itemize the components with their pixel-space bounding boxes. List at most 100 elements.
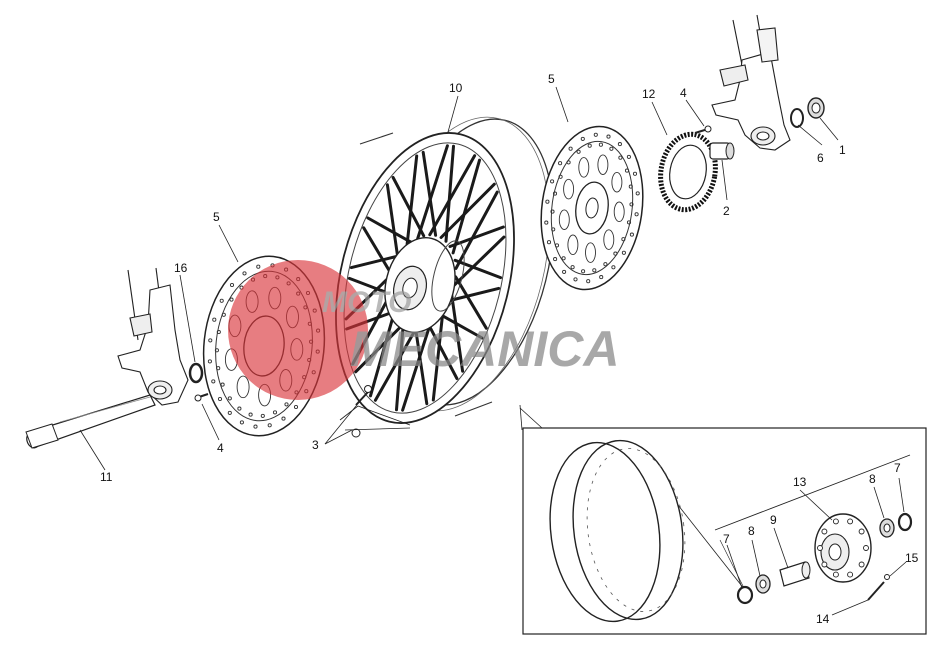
disc-hole (558, 174, 563, 179)
spoke (349, 253, 404, 270)
disc-hole (217, 396, 223, 402)
disc-hole (216, 329, 221, 335)
spoke (431, 306, 445, 402)
hub-bolt (832, 518, 839, 525)
spoke (416, 144, 449, 240)
spoke (436, 311, 484, 340)
label-15: 15 (905, 551, 919, 565)
spoke (405, 154, 419, 250)
disc-hole (632, 171, 638, 176)
disc-hole (593, 132, 598, 137)
label-9: 9 (770, 513, 777, 527)
disc-hole (561, 256, 566, 261)
label-14: 14 (816, 612, 830, 626)
disc-hole (220, 382, 225, 387)
spoke (373, 319, 422, 402)
disc-hole (629, 232, 634, 237)
disc-hole (621, 250, 626, 255)
disc-hole (609, 146, 614, 151)
disc-hole (551, 227, 556, 232)
label-5-left: 5 (213, 210, 220, 224)
disc-hole (281, 416, 286, 421)
label-7-bottom: 7 (723, 532, 730, 546)
spoke (453, 258, 503, 280)
disc-hole (284, 402, 289, 407)
inset-bolt-14 (867, 581, 885, 601)
disc-hole (237, 406, 242, 411)
disc-hole (554, 243, 560, 248)
label-8-bottom: 8 (748, 524, 755, 538)
hub-bolt (863, 545, 869, 551)
disc-hole (621, 237, 626, 242)
label-4-top: 4 (680, 86, 687, 100)
spoke (395, 313, 406, 412)
label-8-top: 8 (869, 472, 876, 486)
label-7-top: 7 (894, 461, 901, 475)
disc-hole (618, 155, 623, 160)
watermark: MOTO MECANICA (228, 260, 619, 400)
spoke (448, 225, 505, 248)
spoke (451, 158, 481, 255)
label-13: 13 (793, 475, 807, 489)
fork-leg-left (117, 267, 189, 406)
label-3: 3 (312, 438, 319, 452)
disc-hole (566, 160, 571, 165)
label-4-left: 4 (217, 441, 224, 455)
disc-hole (293, 404, 299, 410)
watermark-main: MECANICA (350, 321, 619, 377)
inset-washer-15 (884, 574, 890, 580)
disc-cutout (603, 229, 615, 250)
spoke (391, 176, 426, 238)
callout-labels: 1 2 3 4 4 5 5 6 7 7 8 8 9 10 11 12 13 14… (100, 72, 919, 626)
disc-hole (248, 412, 253, 417)
inset-seal-7-left (736, 585, 754, 605)
disc-hole (544, 220, 549, 225)
disc-hole (219, 298, 224, 303)
disc-hole (229, 282, 235, 288)
inset-rim (549, 439, 686, 623)
disc-hole (617, 142, 622, 147)
disc-hole (211, 379, 216, 384)
hub-bolt (821, 561, 828, 568)
disc-hole (629, 202, 634, 207)
wheel-spokes (344, 144, 506, 412)
label-1: 1 (839, 143, 846, 157)
spoke (366, 216, 414, 245)
disc-hole (545, 199, 550, 204)
spoke (421, 150, 438, 237)
disc-hole (253, 424, 258, 429)
spacer-2 (709, 142, 735, 160)
disc-hole (581, 269, 586, 274)
disc-hole (558, 161, 563, 166)
disc-hole (546, 240, 552, 245)
disc-hole (626, 154, 631, 159)
bearing-1 (807, 97, 825, 119)
brake-disc-right (540, 125, 644, 291)
spoke (446, 286, 501, 303)
wheel-axle (25, 394, 156, 449)
disc-cutout (597, 154, 609, 175)
spoke (424, 318, 459, 380)
disc-hole (227, 410, 232, 415)
hub-bolt (821, 528, 828, 535)
disc-hole (587, 143, 592, 148)
disc-hole (221, 312, 226, 317)
disc-hole (550, 209, 555, 214)
inset-seal-7-right (897, 512, 913, 532)
disc-hole (272, 410, 278, 415)
disc-hole (576, 149, 581, 154)
label-16: 16 (174, 261, 188, 275)
disc-cutout (611, 171, 623, 193)
disc-cutout (236, 375, 250, 399)
disc-hole (214, 348, 219, 353)
disc-hole (553, 257, 558, 262)
disc-hole (239, 420, 244, 425)
disc-hole (573, 277, 578, 282)
disc-cutout (585, 242, 596, 263)
disc-hole (603, 262, 608, 267)
watermark-top: MOTO (322, 286, 411, 319)
label-2: 2 (723, 204, 730, 218)
spoke (412, 319, 429, 406)
hub-bolt (847, 571, 854, 578)
